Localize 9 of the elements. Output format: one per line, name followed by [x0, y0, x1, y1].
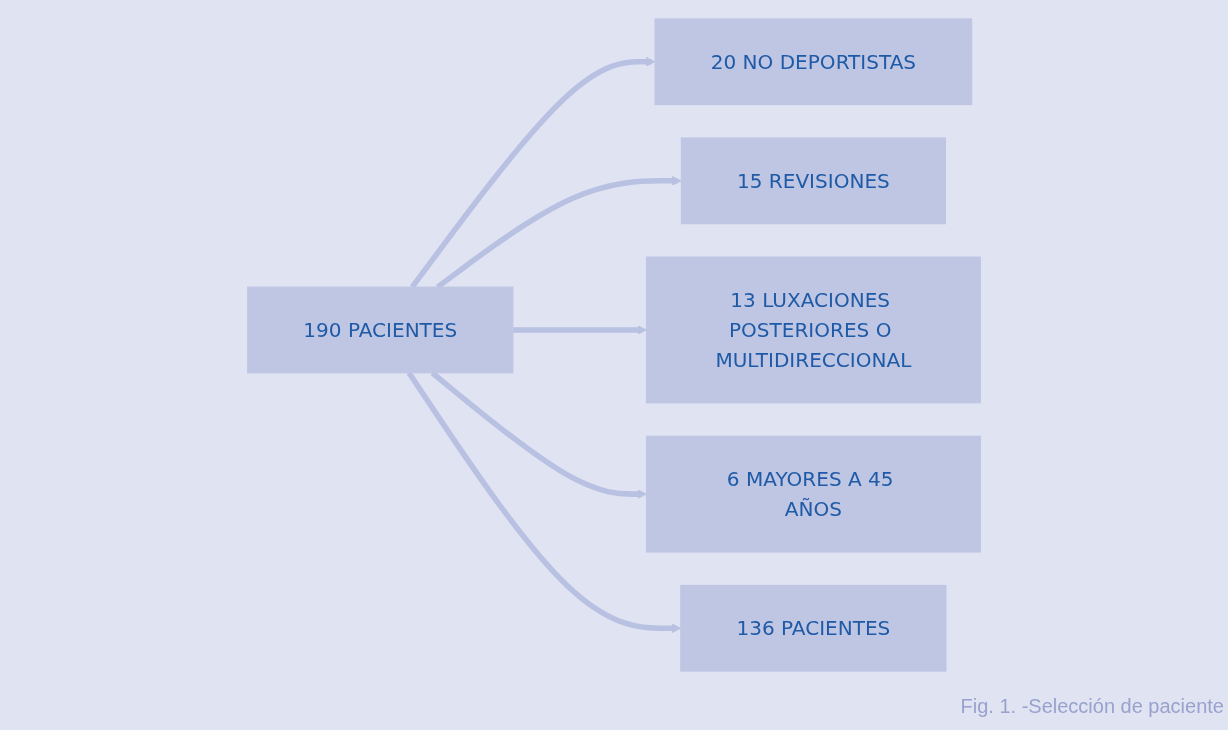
node-box: 136 PACIENTES	[680, 584, 947, 672]
node-box: 6 MAYORES A 45 AÑOS	[645, 435, 981, 553]
node-box: 190 PACIENTES	[247, 286, 514, 374]
node-box: 15 REVISIONES	[680, 137, 946, 225]
arrow	[409, 56, 656, 289]
node-box: 13 LUXACIONES POSTERIORES O MULTIDIRECCIONAL	[645, 256, 981, 404]
node-box: 20 NO DEPORTISTAS	[654, 18, 973, 106]
figure-caption: Fig. 1. -Selección de paciente	[960, 695, 1224, 718]
arrow	[512, 325, 647, 335]
